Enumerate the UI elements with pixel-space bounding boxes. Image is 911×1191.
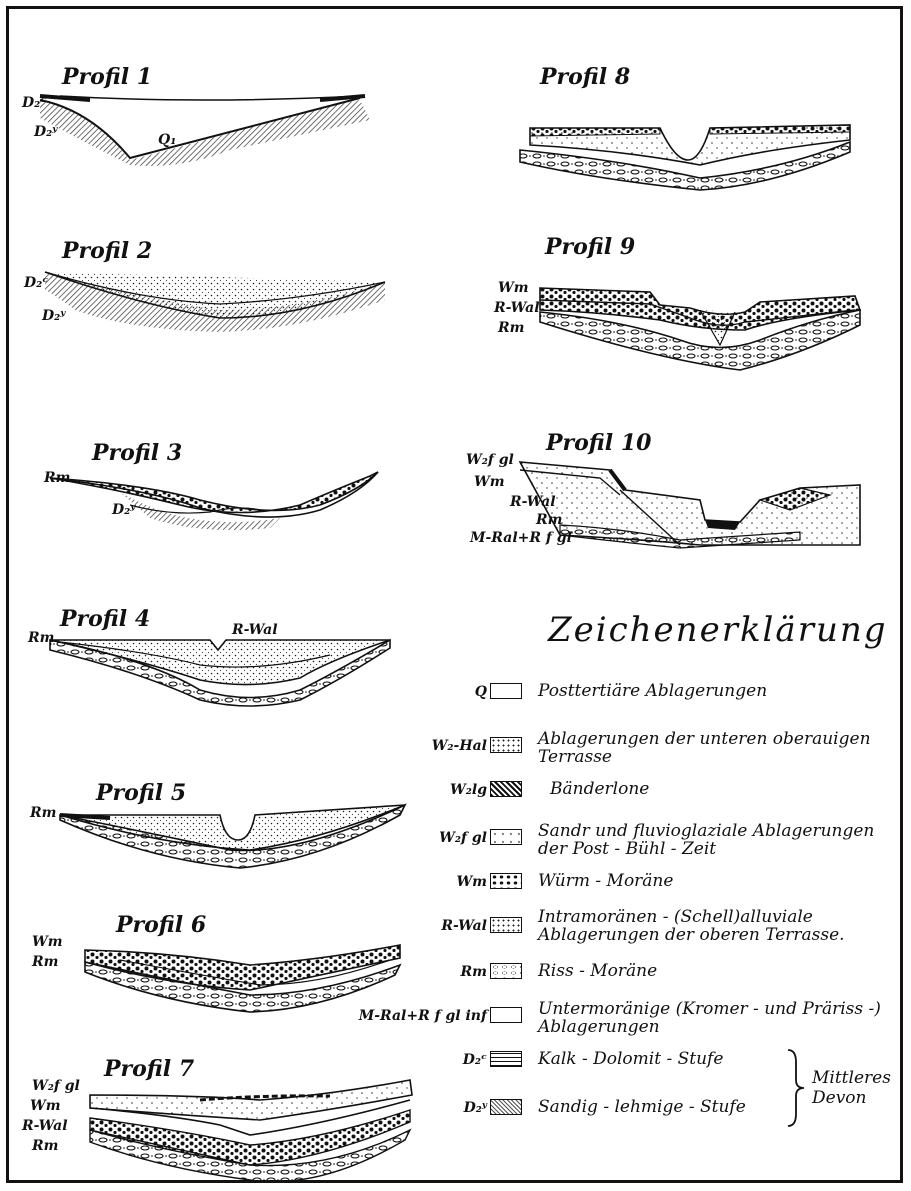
legend-code-rwal: R-Wal <box>441 918 487 934</box>
profile-9-tag-rwal: R-Wal <box>494 300 540 316</box>
profile-3-tag-rm: Rm <box>44 470 70 486</box>
profile-4-title: Profil 4 <box>60 606 150 632</box>
profile-9-tag-rm: Rm <box>498 320 524 336</box>
legend-code-w2lg: W₂lg <box>450 782 487 798</box>
profile-9-drawing <box>540 288 860 370</box>
profile-4-tag-rm: Rm <box>28 630 54 646</box>
legend-title: Zeichenerklärung <box>548 610 888 650</box>
profile-1-tag-dy: D₂ʸ <box>34 124 57 140</box>
profile-1-tag-q: Q₁ <box>158 132 176 148</box>
legend-code-dc: D₂ᶜ <box>463 1052 487 1068</box>
legend-text-mral: Untermoränige (Kromer - und Präriss -) A… <box>538 1000 898 1036</box>
profile-8-title: Profil 8 <box>540 64 630 90</box>
profile-2-tag-dc: D₂ᶜ <box>24 275 48 291</box>
legend-swatch-w2lg <box>490 781 522 797</box>
profile-5-tag-rm: Rm <box>30 805 56 821</box>
profile-7-drawing <box>90 1080 412 1182</box>
profile-5-drawing <box>60 805 405 868</box>
legend-code-w2fgl: W₂f gl <box>439 830 487 846</box>
legend-text-w2hal: Ablagerungen der unteren oberauigen Terr… <box>538 730 878 766</box>
profile-7-tag-rwal: R-Wal <box>22 1118 68 1134</box>
profile-7-tag-wm: Wm <box>30 1098 61 1114</box>
legend-swatch-mral <box>490 1007 522 1023</box>
legend-swatch-w2fgl <box>490 829 522 845</box>
legend-code-rm: Rm <box>461 964 487 980</box>
profile-10-tag-wfgl: W₂f gl <box>466 452 514 468</box>
legend-code-w2hal: W₂-Hal <box>432 738 487 754</box>
profile-3-title: Profil 3 <box>92 440 182 466</box>
legend-swatch-w2hal <box>490 737 522 753</box>
profile-10-tag-rm: Rm <box>536 512 562 528</box>
legend-text-dy: Sandig - lehmige - Stufe <box>538 1098 746 1116</box>
profile-4-drawing <box>50 640 390 706</box>
profile-7-tag-rm: Rm <box>32 1138 58 1154</box>
legend-text-wm: Würm - Moräne <box>538 872 673 890</box>
legend-swatch-dc <box>490 1051 522 1067</box>
profile-4-tag-rwal: R-Wal <box>232 622 278 638</box>
profile-10-tag-mral: M-Ral+R f gl <box>470 530 572 546</box>
profile-1-title: Profil 1 <box>62 64 152 90</box>
profile-6-drawing <box>85 945 400 1012</box>
profile-3-tag-dy: D₂ʸ <box>112 502 135 518</box>
legend-text-rm: Riss - Moräne <box>538 962 657 980</box>
profile-8-drawing <box>520 125 850 190</box>
profile-9-tag-wm: Wm <box>498 280 529 296</box>
profile-7-title: Profil 7 <box>104 1056 194 1082</box>
legend-swatch-rwal <box>490 917 522 933</box>
profile-1-tag-dc: D₂ᶜ <box>22 95 46 111</box>
profile-1-drawing <box>40 96 370 166</box>
legend-text-q: Posttertiäre Ablagerungen <box>538 682 767 700</box>
profile-7-tag-wfgl: W₂f gl <box>32 1078 80 1094</box>
profile-3-drawing <box>50 472 378 530</box>
legend-swatch-q <box>490 683 522 699</box>
profile-2-title: Profil 2 <box>62 238 152 264</box>
profile-6-tag-wm: Wm <box>32 934 63 950</box>
profile-2-drawing <box>45 272 385 332</box>
legend-text-rwal: Intramoränen - (Schell)alluviale Ablager… <box>538 908 888 944</box>
profile-10-title: Profil 10 <box>546 430 651 456</box>
profile-6-title: Profil 6 <box>116 912 206 938</box>
profile-2-tag-dy: D₂ʸ <box>42 308 65 324</box>
legend-code-mral: M-Ral+R f gl inf <box>359 1008 487 1024</box>
profile-6-tag-rm: Rm <box>32 954 58 970</box>
legend-code-q: Q <box>475 684 487 700</box>
legend-brace <box>786 1048 806 1128</box>
legend-swatch-wm <box>490 873 522 889</box>
profile-5-title: Profil 5 <box>96 780 186 806</box>
legend-swatch-dy <box>490 1099 522 1115</box>
legend-text-w2lg: Bänderlone <box>550 780 649 798</box>
legend-code-wm: Wm <box>456 874 487 890</box>
legend-text-w2fgl: Sandr und fluvioglaziale Ablagerungen de… <box>538 822 898 858</box>
profile-10-tag-wm: Wm <box>474 474 505 490</box>
profile-9-title: Profil 9 <box>545 234 635 260</box>
legend-text-dc: Kalk - Dolomit - Stufe <box>538 1050 723 1068</box>
legend-swatch-rm <box>490 963 522 979</box>
profile-10-tag-rwal: R-Wal <box>510 494 556 510</box>
legend-code-dy: D₂ʸ <box>464 1100 487 1116</box>
legend-brace-label: Mittleres Devon <box>812 1068 892 1108</box>
